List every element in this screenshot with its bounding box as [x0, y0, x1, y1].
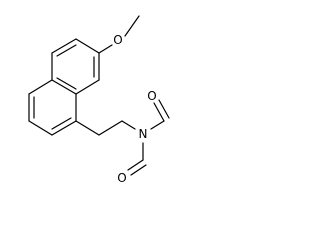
left-ring-double-bond-2	[51, 117, 72, 130]
methyl-to-oxygen-bond	[124, 15, 140, 37]
chemical-structure-canvas: O N O O	[28, 15, 170, 185]
ring-bond-c8a-c4a	[51, 79, 77, 95]
molecule-diagram: O N O O	[28, 15, 170, 185]
methoxy-oxygen-label: O	[113, 33, 122, 47]
formyl-oxygen-1-label: O	[147, 89, 156, 103]
ring-bond-c4-c5	[51, 38, 77, 54]
atom-label-layer: O N O O	[113, 33, 156, 185]
formyl-2-carbonyl-bond-b	[130, 164, 147, 176]
ring-double-bond-c8a-c4a	[56, 77, 77, 90]
methoxy-oxygen-to-ring-bond	[98, 44, 113, 54]
left-ring-bond-1	[28, 79, 53, 95]
ring-bond-c8-c8a	[75, 79, 100, 95]
amide-nitrogen-label: N	[139, 127, 148, 141]
formyl-oxygen-2-label: O	[117, 171, 126, 185]
ch2-to-nitrogen-bond	[121, 120, 136, 130]
bond-layer	[28, 15, 170, 176]
formyl-1-carbonyl-bond-b	[158, 99, 170, 119]
left-ring-bond-4	[51, 120, 77, 136]
ch2-to-ch2-bond	[98, 120, 123, 136]
formyl-2-carbonyl-bond-a	[127, 159, 144, 171]
ring-to-ch2-bond	[75, 120, 100, 136]
ring-bond-c5-c6	[75, 38, 100, 54]
left-ring-bond-3	[28, 120, 53, 136]
nitrogen-to-formyl-1-bond	[150, 120, 165, 130]
ring-double-bond-c4-c5	[56, 44, 77, 57]
formyl-1-carbonyl-bond-a	[153, 102, 165, 122]
